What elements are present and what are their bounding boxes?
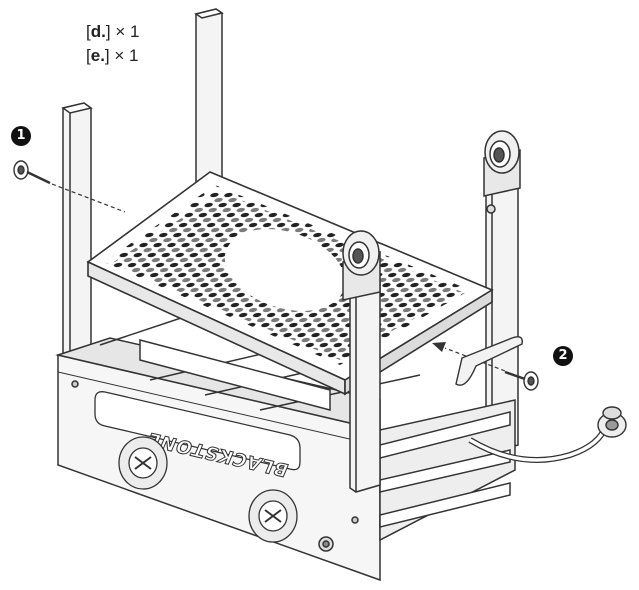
control-knob-left <box>118 436 168 490</box>
guide-line-2 <box>444 347 506 372</box>
thumb-screw-2 <box>504 370 539 391</box>
caster-back-right <box>483 130 521 197</box>
hose-regulator <box>597 406 627 438</box>
part-letter: e. <box>90 46 105 65</box>
side-panel-badge <box>94 391 301 471</box>
control-knob-right <box>248 489 298 543</box>
leg-front-left <box>61 102 93 371</box>
hose-bracket <box>455 336 523 386</box>
parts-list: [d.] × 1 [e.] × 1 <box>86 20 139 68</box>
insert-arrow <box>432 342 446 352</box>
caster-front-right <box>342 230 381 301</box>
step-callout-2: 2 <box>553 346 573 366</box>
thumb-screw-1 <box>13 160 51 185</box>
part-letter: d. <box>90 22 106 41</box>
part-quantity: × 1 <box>114 46 139 65</box>
gas-hose <box>468 423 609 463</box>
step-callout-1: 1 <box>11 126 31 146</box>
guide-line-1 <box>51 183 126 213</box>
leg-front-right <box>349 277 381 493</box>
part-row-e: [e.] × 1 <box>86 46 139 65</box>
part-quantity: × 1 <box>115 22 140 41</box>
part-row-d: [d.] × 1 <box>86 22 140 41</box>
